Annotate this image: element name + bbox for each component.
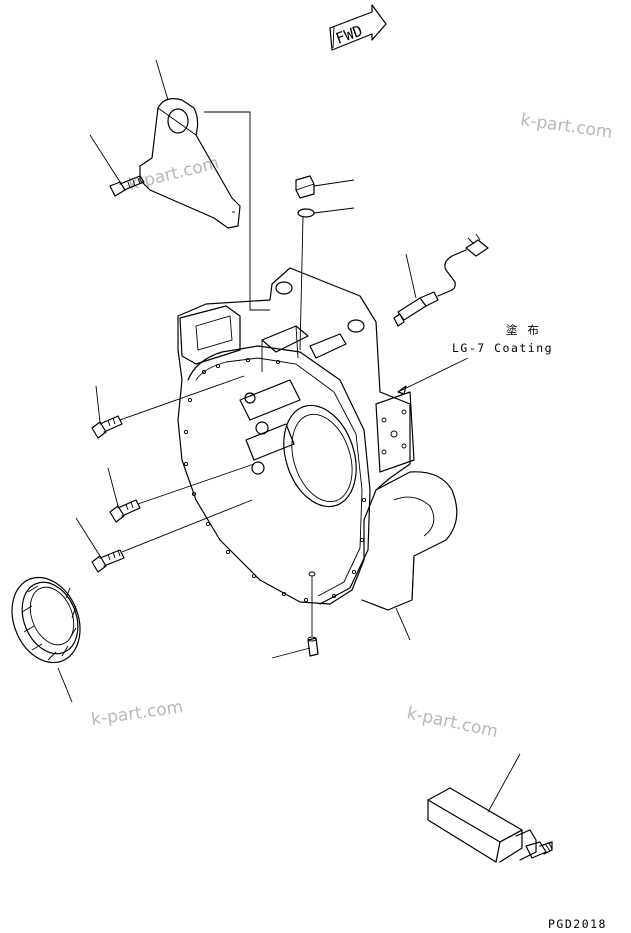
- watermark: k-part.com: [405, 703, 500, 742]
- leader-line: [95, 385, 101, 423]
- drawing-code: PGD2018: [548, 917, 607, 931]
- bracket-bolt: [109, 175, 145, 197]
- watermark: k-part.com: [519, 110, 613, 143]
- mounting-bolt: [91, 415, 123, 439]
- leader-line: [313, 179, 355, 187]
- leader-line: [119, 375, 245, 421]
- forward-arrow-icon: FWD: [329, 4, 387, 51]
- leader-line: [121, 499, 253, 553]
- leader-line: [89, 134, 121, 183]
- dowel-pin: [307, 636, 319, 657]
- annotation-arrow: [397, 357, 469, 393]
- drain-plug: [295, 175, 315, 199]
- leader-line: [137, 463, 255, 505]
- leader-line: [405, 253, 417, 299]
- watermark: k-part.com: [90, 697, 184, 730]
- arrow-head-icon: [397, 385, 407, 395]
- annotation-japanese: 塗 布: [506, 323, 540, 337]
- leader-line: [395, 607, 411, 641]
- leader-line: [299, 216, 304, 351]
- leader-line: [57, 667, 73, 703]
- leader-line: [204, 111, 270, 311]
- annotation-coating: LG-7 Coating: [452, 341, 553, 355]
- o-ring: [297, 208, 315, 218]
- leader-line: [107, 467, 119, 507]
- speed-sensor: [393, 233, 489, 327]
- leader-line: [271, 647, 311, 659]
- oil-seal: [11, 576, 81, 664]
- mounting-bolt: [109, 499, 141, 523]
- leader-line: [75, 517, 101, 557]
- guide-tool: [427, 787, 553, 863]
- leader-line: [155, 59, 169, 101]
- mounting-bolt: [91, 549, 125, 573]
- leader-line: [313, 207, 355, 214]
- flywheel-housing: [177, 267, 458, 611]
- leader-line: [487, 753, 521, 813]
